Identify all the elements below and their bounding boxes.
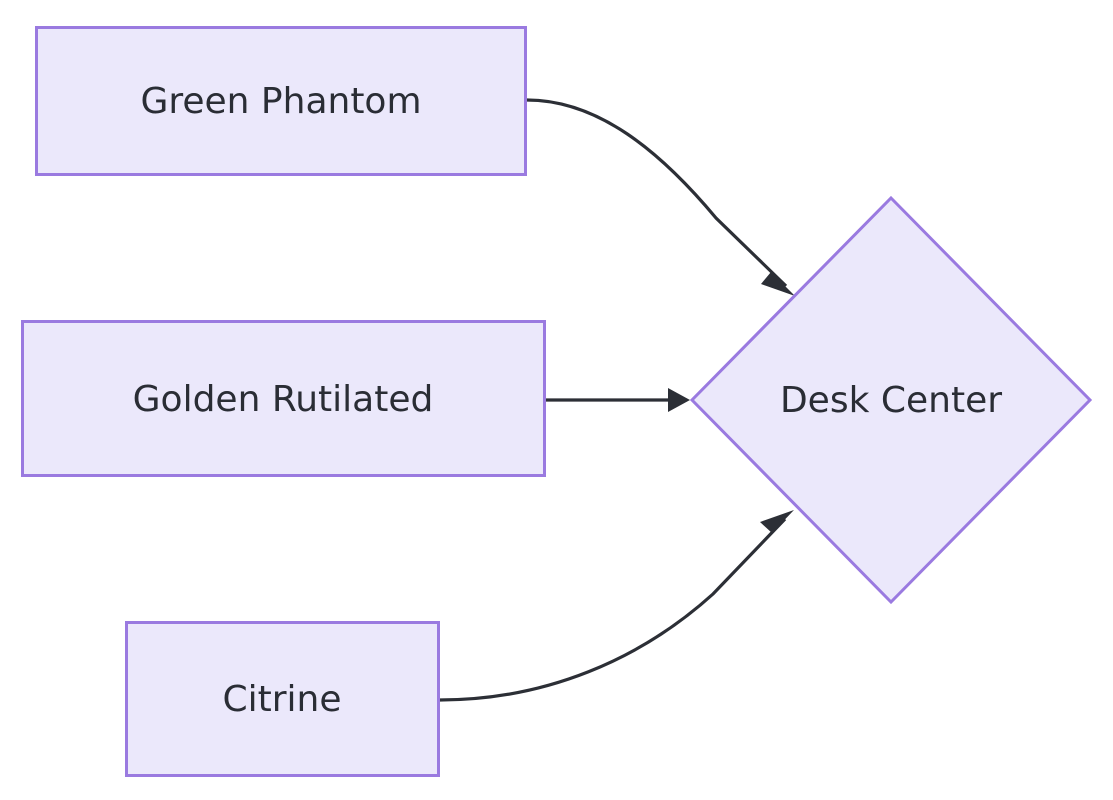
node-golden-rutilated-label: Golden Rutilated	[133, 379, 434, 420]
node-golden-rutilated[interactable]: Golden Rutilated	[21, 320, 546, 477]
node-citrine-shape	[125, 621, 440, 777]
edge-golden-rutilated-to-desk-center[interactable]	[546, 388, 690, 412]
edge-green-phantom-to-desk-center[interactable]	[526, 98, 795, 296]
edge-green-phantom-to-desk-center-arrowhead	[761, 272, 795, 296]
node-desk-center-label: Desk Center	[780, 380, 1002, 421]
node-golden-rutilated-shape	[21, 320, 546, 477]
node-desk-center[interactable]: Desk Center	[689, 195, 1093, 605]
node-layer: Green Phantom Golden Rutilated Citrine D…	[21, 26, 1093, 777]
edge-citrine-to-desk-center-path	[439, 517, 787, 702]
edge-green-phantom-to-desk-center-path	[526, 98, 788, 288]
edge-citrine-to-desk-center[interactable]	[439, 510, 794, 702]
node-green-phantom-label: Green Phantom	[140, 81, 421, 122]
node-desk-center-shape	[689, 195, 1093, 605]
edge-citrine-to-desk-center-arrowhead	[760, 510, 794, 533]
edge-layer	[439, 98, 795, 702]
node-citrine-label: Citrine	[222, 679, 341, 720]
node-green-phantom[interactable]: Green Phantom	[35, 26, 527, 176]
node-green-phantom-shape	[35, 26, 527, 176]
node-citrine[interactable]: Citrine	[125, 621, 440, 777]
edge-golden-rutilated-to-desk-center-arrowhead	[668, 388, 690, 412]
